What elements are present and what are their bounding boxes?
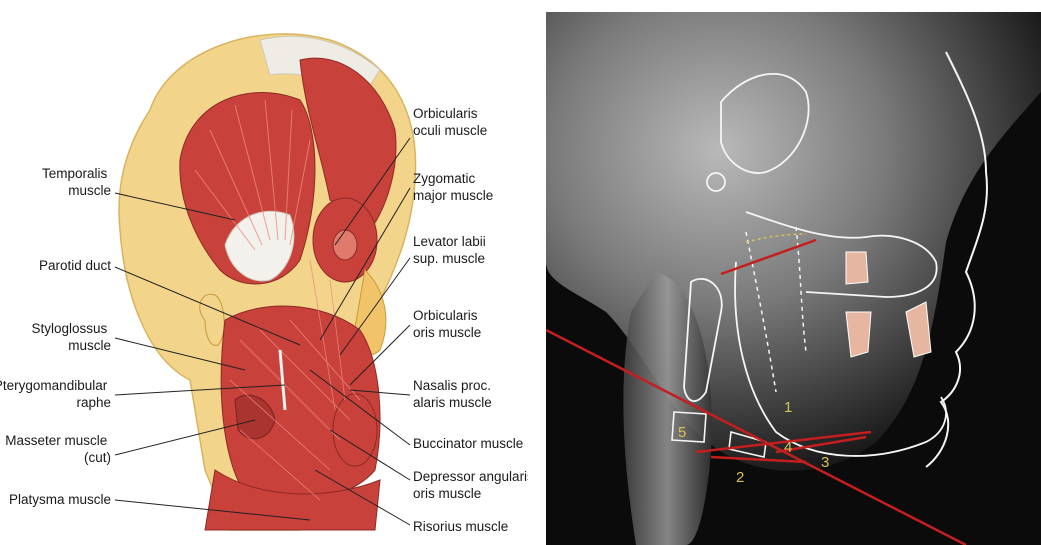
label-zygomatic-major: Zygomatic major muscle bbox=[413, 171, 493, 203]
label-masseter: Masseter muscle (cut) bbox=[5, 433, 111, 465]
label-risorius: Risorius muscle bbox=[413, 519, 508, 534]
label-orbicularis-oris: Orbicularis oris muscle bbox=[413, 308, 481, 340]
label-levator-labii: Levator labii sup. muscle bbox=[413, 234, 490, 266]
xray-number-3: 3 bbox=[821, 454, 829, 471]
xray-number-5: 5 bbox=[678, 424, 686, 441]
label-orbicularis-oculi: Orbicularis oculi muscle bbox=[413, 106, 487, 138]
facial-muscles-illustration: Temporalis muscle Parotid duct Styloglos… bbox=[0, 0, 528, 545]
facial-muscles-svg: Temporalis muscle Parotid duct Styloglos… bbox=[0, 0, 528, 545]
label-buccinator: Buccinator muscle bbox=[413, 436, 523, 451]
xray-svg: 5 1 2 3 4 bbox=[546, 12, 1041, 545]
eye bbox=[333, 230, 357, 260]
xray-number-1: 1 bbox=[784, 399, 792, 416]
upper-molar bbox=[846, 252, 868, 284]
label-parotid-duct: Parotid duct bbox=[39, 258, 111, 273]
label-depressor-angularis: Depressor angularis oris muscle bbox=[413, 469, 528, 501]
label-pterygomandibular: Pterygomandibular raphe bbox=[0, 378, 111, 410]
xray-number-2: 2 bbox=[736, 469, 744, 486]
label-platysma: Platysma muscle bbox=[9, 492, 111, 507]
left-labels: Temporalis muscle Parotid duct Styloglos… bbox=[0, 166, 111, 507]
xray-number-4: 4 bbox=[784, 439, 792, 456]
label-nasalis: Nasalis proc. alaris muscle bbox=[413, 378, 495, 410]
lower-molar bbox=[846, 312, 871, 357]
label-temporalis: Temporalis muscle bbox=[42, 166, 111, 198]
label-styloglossus: Styloglossus muscle bbox=[31, 321, 111, 353]
cephalometric-xray: 5 1 2 3 4 bbox=[546, 12, 1041, 545]
right-labels: Orbicularis oculi muscle Zygomatic major… bbox=[413, 106, 528, 534]
